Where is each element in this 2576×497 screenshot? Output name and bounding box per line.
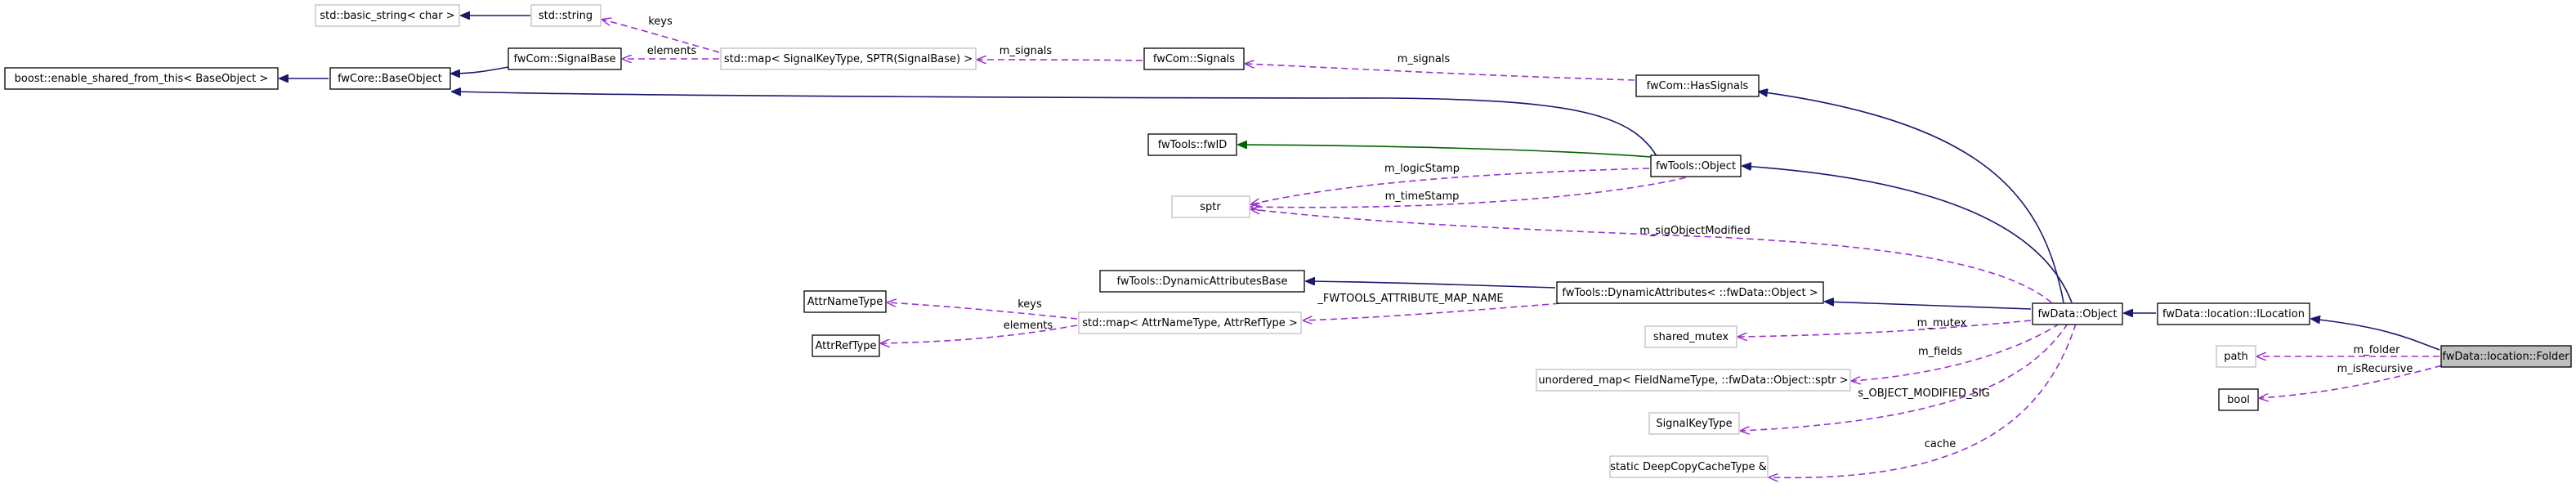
node-tools-object[interactable]: fwTools::Object: [1650, 154, 1742, 177]
edge-has-signals-m-signals-signals: m_signals: [1246, 53, 1635, 81]
node-signal-key-type[interactable]: SignalKeyType: [1648, 412, 1740, 435]
svg-text:unordered_map< FieldNameType,: unordered_map< FieldNameType, ::fwData::…: [1538, 374, 1848, 387]
edge-folder-m-folder-path: m_folder: [2257, 344, 2440, 356]
svg-text:fwData::Object: fwData::Object: [2037, 308, 2117, 320]
node-map-attributes[interactable]: std::map< AttrNameType, AttrRefType >: [1078, 311, 1302, 334]
svg-text:AttrNameType: AttrNameType: [807, 296, 883, 308]
edge-signal-base-to-base-object: [451, 66, 509, 74]
svg-text:shared_mutex: shared_mutex: [1653, 331, 1729, 343]
node-unordered-map[interactable]: unordered_map< FieldNameType, ::fwData::…: [1536, 369, 1851, 392]
edge-label-keys: keys: [1017, 298, 1042, 311]
svg-text:fwTools::Object: fwTools::Object: [1656, 160, 1736, 172]
edge-signals-m-signals-map: m_signals: [977, 45, 1143, 60]
edge-folder-to-ilocation: [2311, 319, 2440, 351]
edge-map-attr-keys-attr-name-type: keys: [888, 298, 1078, 320]
edge-label-m-folder: m_folder: [2354, 344, 2401, 356]
svg-text:path: path: [2224, 351, 2248, 363]
svg-text:fwTools::fwID: fwTools::fwID: [1158, 139, 1228, 151]
node-basic-string[interactable]: std::basic_string< char >: [315, 4, 460, 27]
edge-data-object-s-object-modified-sig: s_OBJECT_MODIFIED_SIG: [1741, 323, 2068, 431]
svg-text:std::map< SignalKeyType, SPTR(: std::map< SignalKeyType, SPTR(SignalBase…: [724, 53, 973, 65]
edge-tools-object-m-logicstamp-sptr: m_logicStamp: [1251, 163, 1650, 204]
edge-dyn-attr-attribute-map: _FWTOOLS_ATTRIBUTE_MAP_NAME: [1304, 293, 1603, 320]
node-enable-shared-from-this[interactable]: boost::enable_shared_from_this< BaseObje…: [4, 67, 279, 90]
svg-text:SignalKeyType: SignalKeyType: [1656, 418, 1732, 430]
edge-folder-m-isrecursive-bool: m_isRecursive: [2260, 362, 2453, 398]
edge-label-m-signals: m_signals: [1398, 53, 1451, 65]
edge-data-object-m-mutex-shared-mutex: m_mutex: [1738, 317, 2032, 337]
svg-text:std::basic_string< char >: std::basic_string< char >: [320, 10, 454, 22]
node-fwid[interactable]: fwTools::fwID: [1147, 133, 1237, 156]
svg-text:fwCom::Signals: fwCom::Signals: [1153, 53, 1235, 65]
edge-label-m-isrecursive: m_isRecursive: [2337, 363, 2413, 375]
node-signal-base[interactable]: fwCom::SignalBase: [508, 47, 622, 70]
svg-text:fwData::location::ILocation: fwData::location::ILocation: [2162, 308, 2305, 320]
edge-data-object-to-has-signals: [1759, 92, 2064, 303]
edge-data-object-cache: cache: [1769, 323, 2077, 477]
edge-label-elements: elements: [1004, 320, 1053, 332]
edge-data-object-to-dyn-attr: [1825, 302, 2032, 310]
node-base-object[interactable]: fwCore::BaseObject: [329, 67, 451, 90]
svg-text:sptr: sptr: [1200, 201, 1221, 213]
edge-label-m-logicstamp: m_logicStamp: [1384, 163, 1460, 175]
node-attr-name-type[interactable]: AttrNameType: [803, 290, 887, 313]
edge-label-m-timestamp: m_timeStamp: [1385, 190, 1460, 203]
svg-text:AttrRefType: AttrRefType: [815, 340, 876, 352]
edge-label-m-signals: m_signals: [1000, 45, 1053, 57]
node-std-string[interactable]: std::string: [530, 4, 602, 27]
node-ilocation[interactable]: fwData::location::ILocation: [2157, 302, 2310, 325]
edge-map-signals-keys-std-string: keys: [602, 16, 720, 53]
svg-text:static DeepCopyCacheType &: static DeepCopyCacheType &: [1610, 461, 1767, 473]
svg-text:std::map< AttrNameType, AttrRe: std::map< AttrNameType, AttrRefType >: [1082, 317, 1298, 329]
node-folder[interactable]: fwData::location::Folder: [2440, 345, 2572, 368]
edge-label-m-mutex: m_mutex: [1917, 317, 1967, 329]
svg-text:fwCom::SignalBase: fwCom::SignalBase: [513, 53, 615, 65]
node-signals[interactable]: fwCom::Signals: [1143, 47, 1245, 70]
node-dynamic-attributes[interactable]: fwTools::DynamicAttributes< ::fwData::Ob…: [1556, 281, 1824, 304]
edge-label-s-object-modified-sig: s_OBJECT_MODIFIED_SIG: [1858, 387, 1989, 400]
svg-text:fwCom::HasSignals: fwCom::HasSignals: [1647, 80, 1749, 92]
edge-data-object-to-tools-object: [1742, 166, 2073, 303]
edge-label-cache: cache: [1925, 438, 1957, 450]
edge-data-object-m-fields-unordered-map: m_fields: [1852, 323, 2060, 381]
edge-map-signals-elements-signal-base: elements: [623, 45, 719, 59]
edge-tools-object-to-base-object: [452, 92, 1660, 161]
node-attr-ref-type[interactable]: AttrRefType: [812, 334, 880, 357]
node-has-signals[interactable]: fwCom::HasSignals: [1635, 74, 1760, 97]
edge-label-keys: keys: [648, 16, 673, 28]
edge-dyn-attr-to-dyn-attr-base: [1306, 281, 1556, 289]
edge-label-m-fields: m_fields: [1918, 346, 1962, 358]
svg-text:fwTools::DynamicAttributesBase: fwTools::DynamicAttributesBase: [1117, 275, 1288, 288]
node-sptr[interactable]: sptr: [1171, 195, 1250, 218]
edge-tools-object-to-fwid: [1238, 145, 1652, 158]
node-path[interactable]: path: [2216, 345, 2256, 368]
nodes: std::basic_string< char > std::string bo…: [4, 4, 2572, 478]
node-shared-mutex[interactable]: shared_mutex: [1644, 325, 1737, 348]
edge-label-fwtools-attribute-map-name: _FWTOOLS_ATTRIBUTE_MAP_NAME: [1317, 293, 1503, 305]
svg-text:std::string: std::string: [539, 10, 593, 22]
node-data-object[interactable]: fwData::Object: [2032, 302, 2123, 325]
svg-text:boost::enable_shared_from_this: boost::enable_shared_from_this< BaseObje…: [15, 73, 269, 85]
node-map-signals[interactable]: std::map< SignalKeyType, SPTR(SignalBase…: [720, 47, 977, 70]
edge-map-attr-elements-attr-ref-type: elements: [881, 320, 1078, 343]
edge-tools-object-m-timestamp-sptr: m_timeStamp: [1251, 174, 1697, 208]
edge-label-elements: elements: [647, 45, 697, 57]
svg-text:fwData::location::Folder: fwData::location::Folder: [2442, 351, 2569, 363]
node-bool[interactable]: bool: [2218, 388, 2259, 411]
svg-text:fwCore::BaseObject: fwCore::BaseObject: [338, 73, 442, 85]
svg-text:fwTools::DynamicAttributes< ::: fwTools::DynamicAttributes< ::fwData::Ob…: [1562, 287, 1818, 299]
svg-text:bool: bool: [2227, 394, 2250, 406]
edge-label-m-sigobjectmodified: m_sigObjectModified: [1639, 225, 1751, 237]
node-dynamic-attributes-base[interactable]: fwTools::DynamicAttributesBase: [1099, 270, 1305, 293]
edge-data-object-m-sigobjectmodified-sptr: m_sigObjectModified: [1251, 209, 2052, 303]
edges: keys elements m_signals m_signals m_logi…: [280, 16, 2453, 477]
node-deep-copy-cache[interactable]: static DeepCopyCacheType &: [1609, 455, 1769, 478]
